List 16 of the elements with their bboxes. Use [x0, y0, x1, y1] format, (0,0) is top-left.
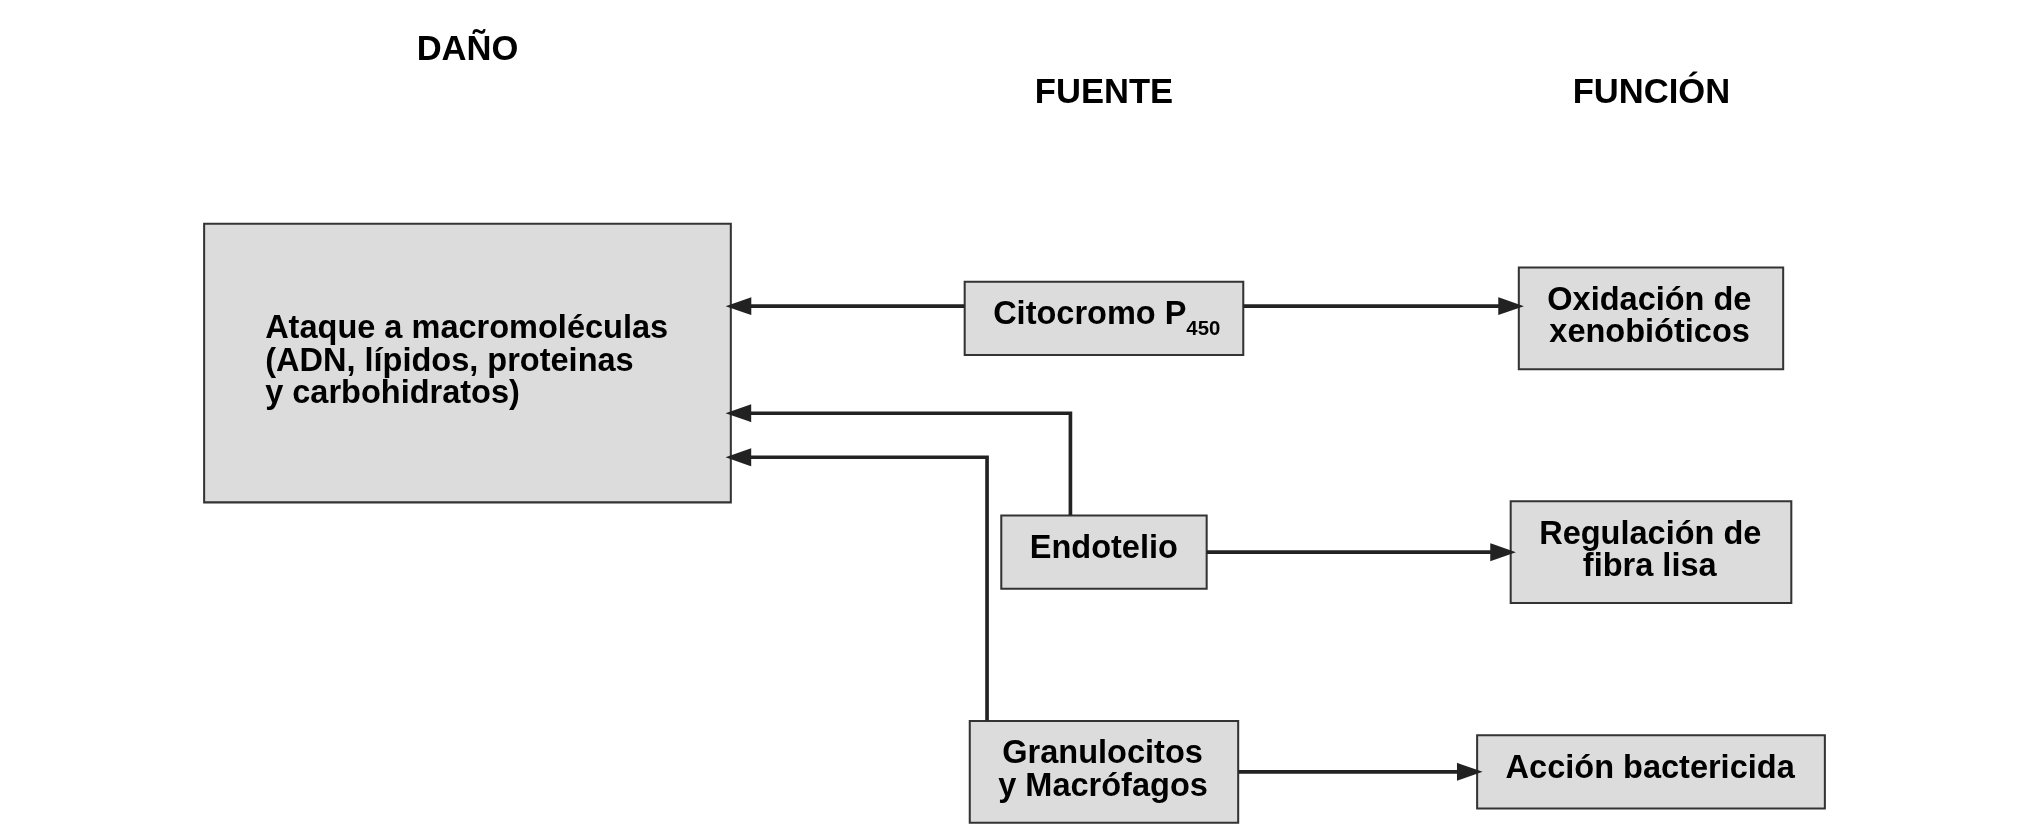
label: FUENTE — [1034, 71, 1173, 110]
label: DAÑO — [416, 29, 518, 68]
node-box: Acción bactericida — [1475, 734, 1826, 810]
node-box: Regulación de fibra lisa — [1509, 500, 1792, 605]
arrow — [725, 404, 1072, 515]
arrow — [725, 448, 989, 721]
node-box: Oxidación de xenobióticos — [1517, 266, 1784, 371]
node-box: Endotelio — [999, 514, 1208, 590]
arrow — [1242, 297, 1524, 316]
node-box: Ataque a macromoléculas (ADN, lípidos, proteinas y carbohidratos) — [202, 222, 732, 504]
arrow — [725, 297, 964, 316]
node-box: Granulocitos y Macrófagos — [968, 719, 1239, 824]
arrow — [1206, 543, 1516, 562]
arrow — [1238, 762, 1483, 781]
node-box: Citocromo P$_{450}$ — [963, 280, 1244, 356]
label: FUNCIÓN — [1572, 71, 1730, 110]
